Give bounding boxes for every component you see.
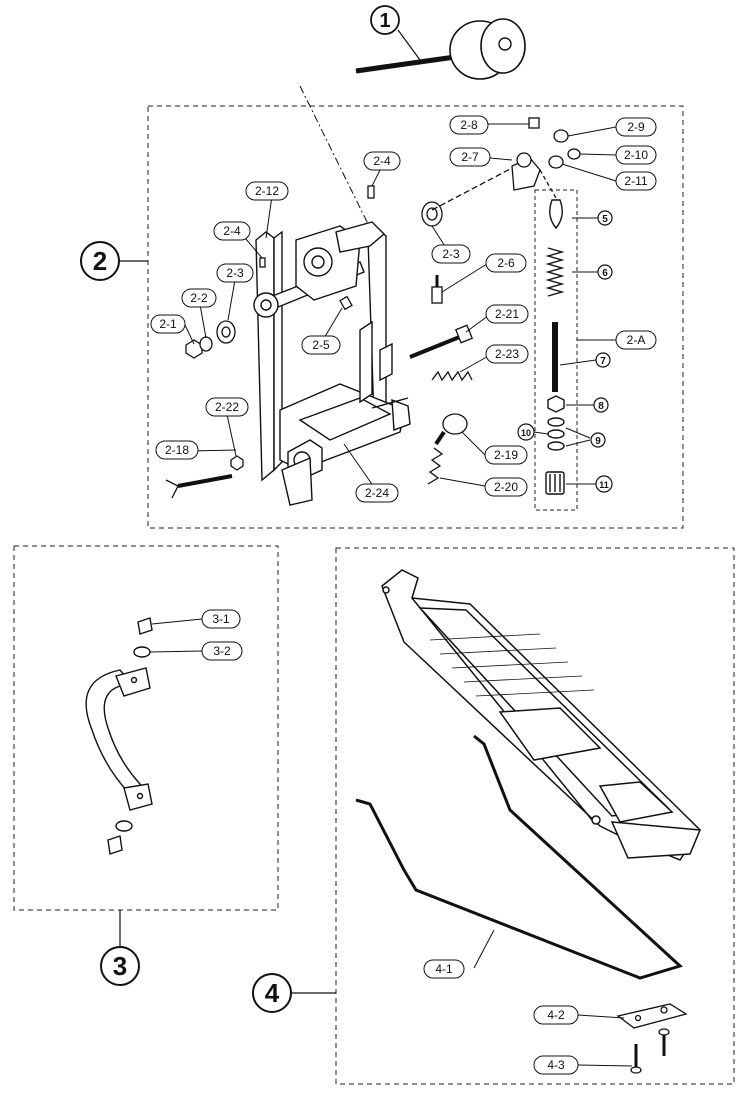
callout-2-7: 2-7 xyxy=(449,147,491,167)
svg-text:5: 5 xyxy=(602,214,608,225)
sub-item-11: 11 xyxy=(595,475,613,493)
callout-2-8: 2-8 xyxy=(449,115,489,135)
group-3-label: 3 xyxy=(100,910,140,986)
group-3-box xyxy=(13,545,279,911)
group-2-label: 2 xyxy=(80,241,148,281)
svg-text:4-3: 4-3 xyxy=(547,1058,565,1072)
callout-4-3: 4-3 xyxy=(533,1055,579,1075)
callout-2-4-left: 2-4 xyxy=(213,221,251,241)
svg-text:2-21: 2-21 xyxy=(495,307,519,321)
sub-item-7: 7 xyxy=(595,352,611,368)
strap-illustration xyxy=(85,617,153,855)
callout-2-3-right: 2-3 xyxy=(431,244,471,264)
svg-text:2-9: 2-9 xyxy=(627,120,645,134)
group-2-box xyxy=(147,105,684,529)
svg-text:2-7: 2-7 xyxy=(461,150,479,164)
callout-2-3-left: 2-3 xyxy=(216,263,254,283)
svg-text:2-19: 2-19 xyxy=(494,448,518,462)
callout-2-23: 2-23 xyxy=(485,344,529,364)
beater-illustration xyxy=(299,18,526,233)
callout-2-1: 2-1 xyxy=(150,314,186,334)
callout-2-11: 2-11 xyxy=(615,171,657,191)
callout-2-5: 2-5 xyxy=(301,335,341,355)
svg-text:2-3: 2-3 xyxy=(226,266,244,280)
svg-text:2-4: 2-4 xyxy=(223,224,241,238)
callout-2-4-top: 2-4 xyxy=(363,151,401,171)
callout-2-9: 2-9 xyxy=(615,117,657,137)
svg-text:2-A: 2-A xyxy=(627,333,646,347)
callout-3-1: 3-1 xyxy=(201,609,241,629)
sub-item-9: 9 xyxy=(590,432,606,448)
leader-lines xyxy=(149,123,633,1067)
svg-text:2-11: 2-11 xyxy=(624,174,647,188)
group-4-box xyxy=(335,547,735,1085)
svg-text:8: 8 xyxy=(598,401,604,412)
svg-text:2-4: 2-4 xyxy=(373,154,391,168)
svg-text:2-10: 2-10 xyxy=(624,148,648,162)
svg-text:1: 1 xyxy=(379,10,390,32)
svg-text:3-1: 3-1 xyxy=(212,612,230,626)
svg-text:2-24: 2-24 xyxy=(365,486,389,500)
callout-2-22: 2-22 xyxy=(205,397,249,417)
group-1-label: 1 xyxy=(370,5,421,61)
svg-text:2-8: 2-8 xyxy=(460,118,478,132)
svg-text:2-6: 2-6 xyxy=(497,256,515,270)
callout-2-10: 2-10 xyxy=(615,145,657,165)
svg-text:3: 3 xyxy=(113,951,127,981)
svg-text:2-3: 2-3 xyxy=(442,247,460,261)
svg-text:4-2: 4-2 xyxy=(547,1008,565,1022)
svg-text:10: 10 xyxy=(521,428,531,438)
sub-item-6: 6 xyxy=(597,264,613,280)
sub-item-10: 10 xyxy=(517,423,535,441)
footboard-illustration xyxy=(381,569,702,861)
svg-text:2-22: 2-22 xyxy=(215,400,239,414)
svg-text:2-23: 2-23 xyxy=(495,347,519,361)
callout-2-12: 2-12 xyxy=(245,181,289,201)
svg-text:4: 4 xyxy=(265,978,280,1008)
callout-4-2: 4-2 xyxy=(533,1005,579,1025)
callout-2-2: 2-2 xyxy=(181,288,217,308)
callout-2-19: 2-19 xyxy=(484,445,528,465)
callout-3-2: 3-2 xyxy=(201,641,243,661)
svg-text:9: 9 xyxy=(595,436,601,447)
callout-2-21: 2-21 xyxy=(485,304,529,324)
svg-text:7: 7 xyxy=(600,356,606,367)
svg-text:2-1: 2-1 xyxy=(159,317,177,331)
svg-text:2-5: 2-5 xyxy=(312,338,330,352)
svg-text:2-18: 2-18 xyxy=(165,443,189,457)
sub-item-8: 8 xyxy=(593,397,609,413)
svg-text:2-12: 2-12 xyxy=(255,184,279,198)
frame-small-parts xyxy=(165,117,581,499)
callout-2-18: 2-18 xyxy=(155,440,199,460)
callout-4-1: 4-1 xyxy=(423,959,465,979)
sub-item-5: 5 xyxy=(597,210,613,226)
group-4-label: 4 xyxy=(252,973,336,1013)
svg-text:11: 11 xyxy=(599,480,609,490)
callout-2-20: 2-20 xyxy=(484,477,528,497)
footboard-small-parts xyxy=(616,1003,688,1074)
callout-2-6: 2-6 xyxy=(485,253,527,273)
spring-assembly-illustration xyxy=(545,199,565,495)
callout-2-24: 2-24 xyxy=(355,483,399,503)
svg-text:2: 2 xyxy=(93,246,107,276)
svg-text:6: 6 xyxy=(602,268,608,279)
support-rod-illustration xyxy=(355,734,683,980)
callout-2-A: 2-A xyxy=(615,330,657,350)
svg-text:2-2: 2-2 xyxy=(190,291,208,305)
svg-text:2-20: 2-20 xyxy=(494,480,518,494)
frame-illustration xyxy=(253,221,411,506)
group-2A-box xyxy=(534,189,578,511)
svg-text:4-1: 4-1 xyxy=(435,962,453,976)
svg-text:3-2: 3-2 xyxy=(213,644,231,658)
